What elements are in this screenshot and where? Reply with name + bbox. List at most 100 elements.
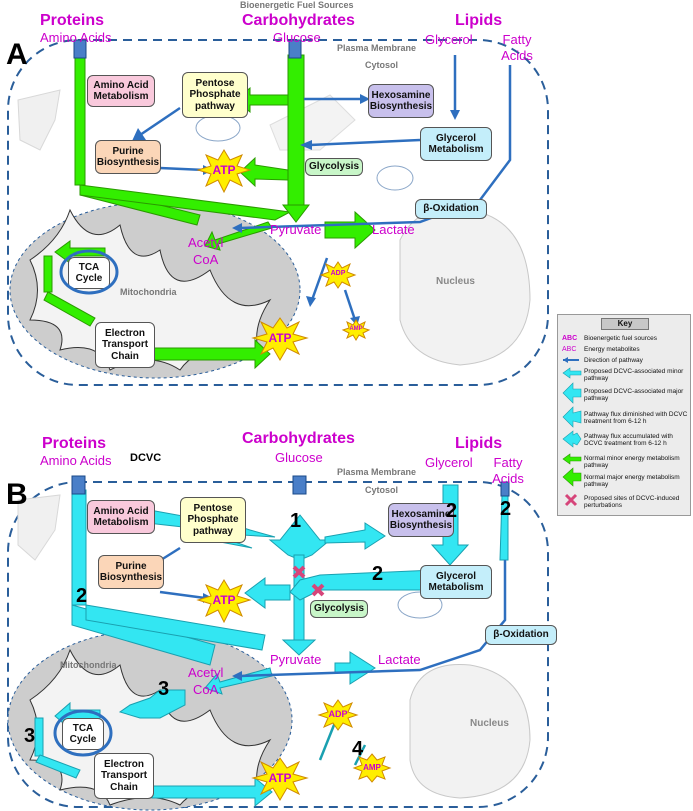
nucleus-label-a: Nucleus (436, 276, 475, 287)
atp-label-a1: ATP (212, 163, 236, 177)
cytosol-label-a: Cytosol (365, 60, 399, 70)
purine-box-b: Purine Biosynthesis (98, 555, 164, 589)
mitochondria-cristae-b (29, 648, 272, 806)
glycerol-metabolism-box-b: Glycerol Metabolism (420, 565, 492, 599)
transporter-aa-a (73, 39, 87, 59)
adp-label-a: ADP (330, 270, 346, 277)
beta-oxidation-box-a: β-Oxidation (415, 199, 487, 219)
tca-ring-a (59, 249, 119, 295)
cyan-tca-down-b (34, 717, 44, 757)
pentose-phosphate-box-a: Pentose Phosphate pathway (182, 72, 248, 118)
nucleus-label-b: Nucleus (470, 718, 509, 729)
atp-star-b1 (196, 579, 252, 624)
cyan-atp-etc-b (151, 776, 273, 808)
green-arrow-lactate-a (324, 210, 376, 250)
hexosamine-box-b: Hexosamine Biosynthesis (388, 503, 454, 537)
er-shape-a (17, 89, 61, 151)
pentose-phosphate-box-b: Pentose Phosphate pathway (180, 497, 246, 543)
atp-label-b1: ATP (212, 593, 236, 607)
step-number-2d: 2 (76, 585, 88, 607)
step-number-2a: 2 (446, 500, 458, 522)
hexosamine-box-a: Hexosamine Biosynthesis (368, 84, 434, 118)
cyan-path-glycerol-metab-b (289, 569, 436, 601)
step-number-3b: 3 (24, 725, 36, 747)
beta-oxidation-box-b: β-Oxidation (485, 625, 557, 645)
lactate-label-a: Lactate (372, 222, 415, 237)
glycerol-label-b: Glycerol (425, 455, 473, 470)
green-atp-etc-a (149, 338, 271, 370)
coa-label-b: CoA (193, 682, 219, 697)
green-arrow-atp-a (239, 156, 289, 188)
legend-item-normal-major: Normal major energy metabolism pathway (584, 474, 680, 488)
glucose-label-b: Glucose (275, 450, 323, 465)
step-number-4: 4 (352, 738, 364, 760)
tca-box-a: TCA Cycle (68, 257, 110, 289)
cyan-arrow-pyruvate-b (281, 639, 317, 656)
transporter-glucose-b (292, 475, 307, 495)
etc-box-a: Electron Transport Chain (95, 322, 155, 368)
carbohydrates-label-b: Carbohydrates (242, 430, 355, 447)
green-etc-in-a (43, 291, 96, 327)
legend-item-minor-dcvc: Proposed DCVC-associated minor pathway (584, 368, 684, 382)
transporter-aa-b (71, 475, 86, 495)
step-number-3a: 3 (158, 678, 170, 700)
fuel-sources-header: Bioenergetic Fuel Sources (240, 0, 354, 10)
glycolysis-box-a: Glycolysis (305, 158, 363, 176)
fatty-acids-label-a: Fatty Acids (501, 32, 533, 63)
amp-star-a (341, 319, 371, 341)
perturbation-x-2 (311, 583, 325, 597)
pyruvate-label-a: Pyruvate (270, 222, 322, 237)
step-number-1: 1 (290, 510, 302, 532)
glycolysis-box-b: Glycolysis (310, 600, 368, 618)
adp-star-b (317, 699, 359, 731)
panel-letter-a: A (6, 38, 28, 71)
adp-label-b: ADP (328, 709, 348, 719)
legend-title: Key (601, 318, 649, 330)
amino-acid-metabolism-box-a: Amino Acid Metabolism (87, 75, 155, 107)
legend-item-fuel: Bioenergetic fuel sources (584, 335, 657, 342)
dcvc-label: DCVC (130, 452, 162, 464)
legend-abc-fuel: ABC (562, 335, 578, 342)
tca-box-b: TCA Cycle (62, 718, 104, 750)
mitochondria-label-a: Mitochondria (120, 287, 177, 297)
green-arrow-acetyl-a (204, 221, 273, 251)
cyan-arrow-hex-b (324, 522, 386, 550)
legend-item-metab: Energy metabolites (584, 346, 640, 353)
amino-acids-label-b: Amino Acids (40, 453, 112, 468)
amino-acids-label-a: Amino Acids (40, 30, 112, 45)
glycerol-label-a: Glycerol (425, 32, 473, 47)
cyan-path-acetyl-tca-b (118, 689, 186, 719)
atp-label-a2: ATP (268, 331, 292, 345)
legend-key: Key ABC Bioenergetic fuel sources ABC En… (557, 314, 691, 516)
atp-star-b2 (251, 757, 309, 801)
step-number-2c: 2 (500, 498, 512, 520)
proteins-label-b: Proteins (42, 435, 107, 452)
etc-box-b: Electron Transport Chain (94, 753, 154, 799)
atp-label-b2: ATP (268, 771, 292, 785)
glucose-label-a: Glucose (273, 30, 321, 45)
transporter-fatty-b (500, 481, 510, 497)
cyan-arrow-lactate-b (334, 651, 376, 685)
panel-letter-b: B (6, 478, 28, 511)
cyan-etc-in-b (35, 754, 81, 779)
legend-item-direction: Direction of pathway (584, 357, 643, 364)
fatty-acids-label-b: Fatty Acids (492, 455, 524, 486)
cytosol-label-b: Cytosol (365, 485, 399, 495)
legend-item-normal-minor: Normal minor energy metabolism pathway (584, 455, 680, 469)
mitochondria-label-b: Mitochondria (60, 660, 117, 670)
green-arrow-pyruvate-a (281, 204, 311, 223)
pyruvate-label-b: Pyruvate (270, 652, 322, 667)
lipids-label-a: Lipids (455, 12, 503, 29)
step-number-2b: 2 (372, 563, 384, 585)
proteins-label-a: Proteins (40, 12, 105, 29)
amino-acid-metabolism-box-b: Amino Acid Metabolism (87, 500, 155, 534)
amp-label-a: AMP (349, 326, 363, 332)
cell-membrane-a (7, 39, 549, 386)
carbohydrates-label-a: Carbohydrates (242, 12, 355, 29)
nucleus-b (409, 663, 531, 799)
legend-item-perturbation: Proposed sites of DCVC-induced perturbat… (584, 495, 680, 509)
legend-swatches (562, 357, 582, 507)
coa-label-a: CoA (193, 252, 219, 267)
lipids-label-b: Lipids (455, 435, 503, 452)
plasma-membrane-label-b: Plasma Membrane (337, 467, 417, 477)
